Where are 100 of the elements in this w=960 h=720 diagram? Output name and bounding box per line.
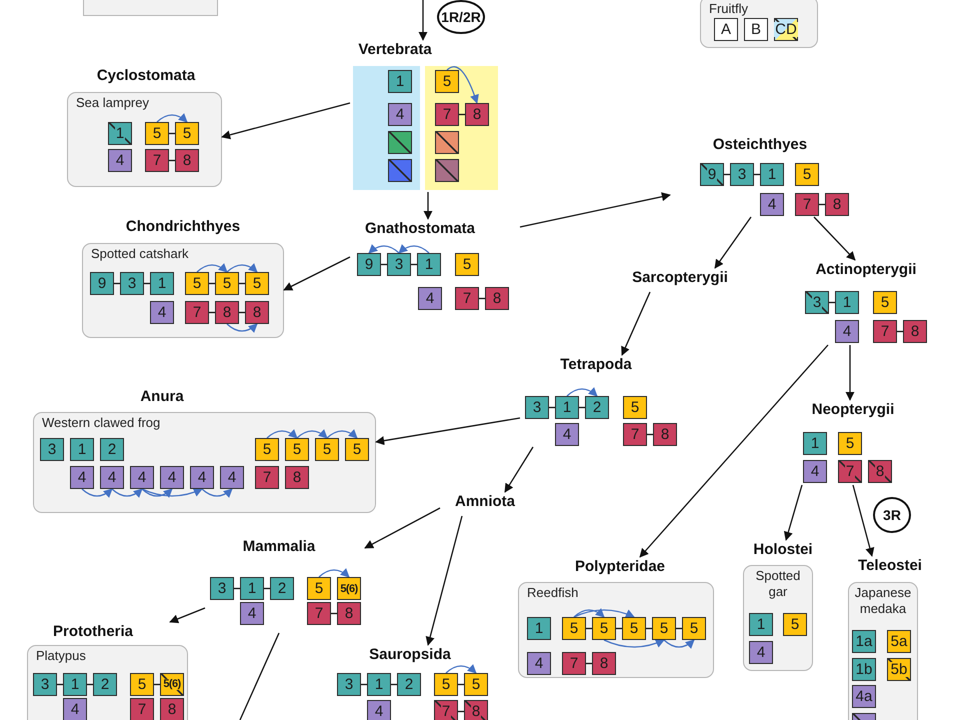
- duplication-arrow: [318, 568, 350, 578]
- gene-block: 2: [100, 438, 124, 461]
- duplication-arrow: [446, 664, 477, 674]
- clade-label: Gnathostomata: [365, 219, 475, 239]
- duplication-arrow: [368, 244, 400, 254]
- clade-label: Neopterygii: [812, 400, 894, 420]
- gene-block: 3: [805, 291, 829, 314]
- gene-block: 7: [145, 149, 169, 172]
- clade-label: Polypteridae: [574, 557, 666, 577]
- gene-block: 5a: [887, 630, 911, 653]
- gene-block: 1: [150, 272, 174, 295]
- species-panel: [700, 0, 818, 48]
- gene-block: 4: [749, 641, 773, 664]
- gene-block: 8: [485, 287, 509, 310]
- gene-block: 7: [838, 460, 862, 483]
- gene-block: 7: [873, 320, 897, 343]
- gene-block: 5: [215, 272, 239, 295]
- gene-block: 5: [435, 70, 459, 93]
- gene-block: 5: [592, 617, 616, 640]
- gene-block: 5: [562, 617, 586, 640]
- gene-block: 1: [70, 438, 94, 461]
- gene-block: 5(6): [160, 673, 184, 696]
- gene-block: 4: [240, 602, 264, 625]
- gene-block: 3: [525, 396, 549, 419]
- gene-block: 5: [130, 673, 154, 696]
- gene-block: 5: [455, 253, 479, 276]
- gene-block: 7: [130, 698, 154, 720]
- arrow: [504, 446, 534, 493]
- duplication-arrow: [226, 263, 258, 273]
- gene-block: 4: [100, 466, 124, 489]
- arrow: [169, 607, 206, 624]
- arrow: [375, 417, 520, 446]
- gene-block: 1: [760, 163, 784, 186]
- gene-block: 5: [307, 577, 331, 600]
- gene-block: [435, 159, 459, 182]
- gene-block: 4: [63, 698, 87, 720]
- gene-block: 3: [40, 438, 64, 461]
- gene-block: 7: [185, 301, 209, 324]
- gene-block: 5: [245, 272, 269, 295]
- gene-block: A: [714, 18, 738, 41]
- gene-block: 8: [215, 301, 239, 324]
- gene-block: 1: [527, 617, 551, 640]
- gene-block: [435, 131, 459, 154]
- gene-block: 1: [108, 122, 132, 145]
- clade-label: Vertebrata: [358, 40, 432, 60]
- gene-block: 1b: [852, 658, 876, 681]
- gene-block: 5: [652, 617, 676, 640]
- gene-block: 7: [434, 700, 458, 720]
- gene-block: 1: [749, 613, 773, 636]
- gene-block: 8: [592, 652, 616, 675]
- gene-block: 4: [160, 466, 184, 489]
- gene-block: 5: [175, 122, 199, 145]
- gene-block: 9: [700, 163, 724, 186]
- duplication-arrow: [326, 429, 358, 439]
- gene-block: 4: [760, 193, 784, 216]
- duplication-arrow: [112, 488, 143, 498]
- gene-block: [388, 131, 412, 154]
- gene-block: 5b: [887, 658, 911, 681]
- gene-block: 5: [285, 438, 309, 461]
- arrow: [426, 516, 463, 646]
- gene-block: 5: [185, 272, 209, 295]
- gene-block: 8: [245, 301, 269, 324]
- gene-block: 8: [337, 602, 361, 625]
- gene-block: 3: [33, 673, 57, 696]
- arrow: [364, 507, 440, 549]
- gene-block: 8: [464, 700, 488, 720]
- shaded-band: [353, 66, 420, 190]
- gene-block: 8: [868, 460, 892, 483]
- gene-block: 1: [803, 432, 827, 455]
- shaded-band: [425, 66, 498, 190]
- gene-block: 1: [240, 577, 264, 600]
- duplication-arrow: [664, 639, 695, 649]
- clade-label: Amniota: [455, 492, 515, 512]
- gene-block: 5: [783, 613, 807, 636]
- arrow: [418, 0, 428, 41]
- gene-block: 7: [562, 652, 586, 675]
- arrow: [852, 484, 874, 557]
- clade-label: Cyclostomata: [96, 66, 196, 86]
- arrow: [423, 192, 433, 220]
- species-label: Spotted gar: [754, 568, 802, 600]
- species-label: Japanese medaka: [854, 585, 912, 617]
- gene-block: 8: [160, 698, 184, 720]
- gene-block: 8: [903, 320, 927, 343]
- gene-block: 4: [555, 423, 579, 446]
- gene-block: 5: [838, 432, 862, 455]
- gene-block: 8: [285, 466, 309, 489]
- gene-block: 9: [357, 253, 381, 276]
- gene-block: 1: [63, 673, 87, 696]
- species-label: Sea lamprey: [76, 95, 149, 111]
- duplication-arrow: [566, 387, 598, 397]
- arrow: [221, 102, 350, 140]
- clade-label: Prototheria: [53, 622, 133, 642]
- clade-label: Anura: [140, 387, 184, 407]
- gene-block: 4: [190, 466, 214, 489]
- gene-block: 1: [417, 253, 441, 276]
- gene-block: 5: [795, 163, 819, 186]
- species-label: Reedfish: [527, 585, 578, 601]
- gene-block: 1a: [852, 630, 876, 653]
- arrow: [621, 292, 651, 356]
- gene-block: 5: [623, 396, 647, 419]
